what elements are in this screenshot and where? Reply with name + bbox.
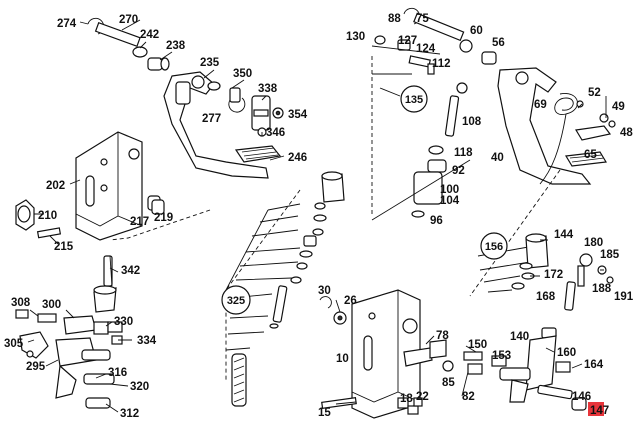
callout-22[interactable]: 22 bbox=[416, 391, 429, 403]
callout-300[interactable]: 300 bbox=[42, 299, 61, 311]
slave-cylinder-kit bbox=[469, 169, 614, 311]
callout-312[interactable]: 312 bbox=[120, 408, 139, 420]
callout-56[interactable]: 56 bbox=[492, 37, 505, 49]
callout-108[interactable]: 108 bbox=[462, 116, 482, 128]
callout-156: 156 bbox=[485, 241, 503, 253]
bracket-assembly bbox=[319, 289, 483, 419]
callout-325: 325 bbox=[227, 295, 245, 307]
highlight-147 bbox=[588, 402, 604, 416]
callout-338[interactable]: 338 bbox=[258, 83, 278, 95]
callout-316[interactable]: 316 bbox=[108, 367, 127, 379]
callout-277[interactable]: 277 bbox=[202, 113, 221, 125]
callout-10[interactable]: 10 bbox=[336, 353, 349, 365]
clutch-pedal-assembly bbox=[371, 7, 616, 221]
callout-238[interactable]: 238 bbox=[166, 40, 186, 52]
callout-146[interactable]: 146 bbox=[572, 391, 591, 403]
callout-185[interactable]: 185 bbox=[600, 249, 620, 261]
callout-92[interactable]: 92 bbox=[452, 165, 465, 177]
callout-112[interactable]: 112 bbox=[432, 58, 451, 70]
callout-52[interactable]: 52 bbox=[588, 87, 601, 99]
callout-40[interactable]: 40 bbox=[491, 152, 504, 164]
callout-127[interactable]: 127 bbox=[398, 35, 417, 47]
callout-60[interactable]: 60 bbox=[470, 25, 483, 37]
callout-295[interactable]: 295 bbox=[26, 361, 46, 373]
callout-305[interactable]: 305 bbox=[4, 338, 24, 350]
callout-210[interactable]: 210 bbox=[38, 210, 57, 222]
callout-144[interactable]: 144 bbox=[554, 229, 574, 241]
callout-circle-156 bbox=[480, 232, 508, 260]
callout-191[interactable]: 191 bbox=[614, 291, 634, 303]
callout-346[interactable]: 346 bbox=[266, 127, 285, 139]
callout-168[interactable]: 168 bbox=[536, 291, 556, 303]
callout-342[interactable]: 342 bbox=[121, 265, 140, 277]
callout-140[interactable]: 140 bbox=[510, 331, 529, 343]
callout-246[interactable]: 246 bbox=[288, 152, 307, 164]
callout-202[interactable]: 202 bbox=[46, 180, 65, 192]
callout-270[interactable]: 270 bbox=[119, 14, 138, 26]
callout-274[interactable]: 274 bbox=[57, 18, 77, 30]
callout-69[interactable]: 69 bbox=[534, 99, 547, 111]
callout-26[interactable]: 26 bbox=[344, 295, 357, 307]
callout-labels: 274 270 242 238 235 350 338 354 277 346 … bbox=[4, 13, 634, 420]
callout-circle-135 bbox=[400, 85, 428, 113]
callout-334[interactable]: 334 bbox=[137, 335, 157, 347]
callout-354[interactable]: 354 bbox=[288, 109, 308, 121]
callout-circle-325 bbox=[221, 285, 251, 315]
callout-88[interactable]: 88 bbox=[388, 13, 401, 25]
callout-160[interactable]: 160 bbox=[557, 347, 576, 359]
callout-96[interactable]: 96 bbox=[430, 215, 443, 227]
callout-118[interactable]: 118 bbox=[454, 147, 473, 159]
callout-188[interactable]: 188 bbox=[592, 283, 612, 295]
master-cylinder-left bbox=[15, 209, 211, 409]
callout-130[interactable]: 130 bbox=[346, 31, 365, 43]
seal-kit-325 bbox=[225, 171, 345, 407]
callout-48[interactable]: 48 bbox=[620, 127, 633, 139]
callout-100[interactable]: 100 bbox=[440, 184, 459, 196]
callout-153[interactable]: 153 bbox=[492, 350, 511, 362]
callout-82[interactable]: 82 bbox=[462, 391, 475, 403]
leader-lines bbox=[27, 19, 607, 413]
callout-75[interactable]: 75 bbox=[416, 13, 429, 25]
callout-104[interactable]: 104 bbox=[440, 195, 460, 207]
callout-350[interactable]: 350 bbox=[233, 68, 252, 80]
callout-180[interactable]: 180 bbox=[584, 237, 603, 249]
callout-164[interactable]: 164 bbox=[584, 359, 604, 371]
callout-15[interactable]: 15 bbox=[318, 407, 331, 419]
callout-150[interactable]: 150 bbox=[468, 339, 487, 351]
slave-cylinder-right bbox=[491, 327, 587, 411]
callout-78[interactable]: 78 bbox=[436, 330, 449, 342]
callout-215[interactable]: 215 bbox=[54, 241, 74, 253]
callout-217[interactable]: 217 bbox=[130, 216, 149, 228]
callout-49[interactable]: 49 bbox=[612, 101, 625, 113]
callout-85[interactable]: 85 bbox=[442, 377, 455, 389]
callout-124[interactable]: 124 bbox=[416, 43, 436, 55]
callout-65[interactable]: 65 bbox=[584, 149, 597, 161]
callout-147[interactable]: 147 bbox=[590, 405, 609, 417]
callout-135: 135 bbox=[405, 94, 423, 106]
callout-235[interactable]: 235 bbox=[200, 57, 220, 69]
callout-320[interactable]: 320 bbox=[130, 381, 149, 393]
callout-172[interactable]: 172 bbox=[544, 269, 563, 281]
pedal-assembly bbox=[15, 17, 284, 241]
callout-219[interactable]: 219 bbox=[154, 212, 173, 224]
callout-30[interactable]: 30 bbox=[318, 285, 331, 297]
callout-18[interactable]: 18 bbox=[400, 393, 413, 405]
callout-242[interactable]: 242 bbox=[140, 29, 159, 41]
callout-308[interactable]: 308 bbox=[11, 297, 31, 309]
callout-330[interactable]: 330 bbox=[114, 316, 133, 328]
